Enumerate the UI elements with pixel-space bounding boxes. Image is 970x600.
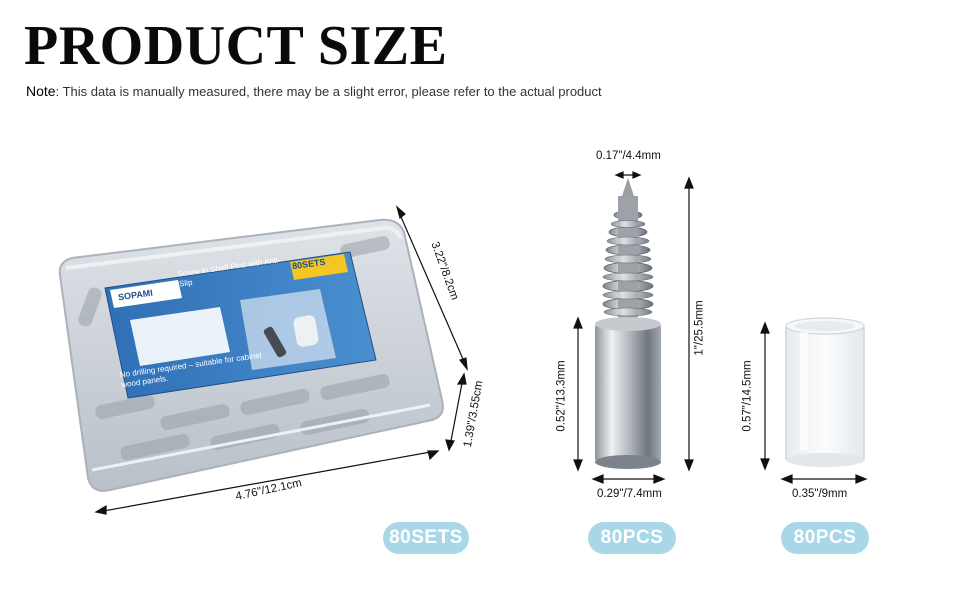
screw-tip-width-label: 0.17"/4.4mm [596, 150, 661, 162]
box-quantity-badge: 80SETS [383, 522, 469, 554]
storage-box-image [58, 218, 444, 492]
screw-body-length-label: 0.52"/13.3mm [555, 360, 568, 432]
shelf-pin-screw-image [595, 178, 661, 469]
sleeve-quantity-badge: 80PCS [781, 522, 869, 554]
screw-quantity-badge: 80PCS [588, 522, 676, 554]
anti-slip-sleeve-image [785, 317, 865, 467]
screw-total-length-label: 1"/25.5mm [693, 300, 706, 356]
sleeve-width-label: 0.35"/9mm [792, 488, 848, 500]
note-label: Note [26, 83, 56, 99]
page-title: PRODUCT SIZE [24, 15, 448, 77]
screw-body-width-label: 0.29"/7.4mm [597, 488, 662, 500]
measurement-note: Note: This data is manually measured, th… [26, 83, 602, 99]
note-text: : This data is manually measured, there … [55, 84, 602, 99]
sleeve-length-label: 0.57"/14.5mm [741, 360, 754, 432]
